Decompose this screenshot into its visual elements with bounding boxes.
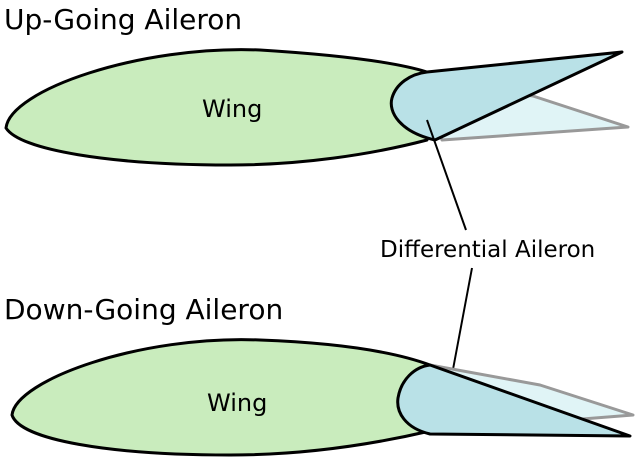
down-going-heading: Down-Going Aileron (4, 293, 283, 326)
leader-line-up (426, 119, 467, 231)
wing-label-up: Wing (202, 95, 262, 123)
differential-aileron-label: Differential Aileron (380, 237, 595, 263)
down-going-section: Down-Going Aileron Wing (4, 293, 635, 457)
up-going-heading: Up-Going Aileron (4, 3, 242, 36)
deflected-aileron-up (389, 50, 624, 142)
callout: Differential Aileron (380, 119, 595, 381)
up-going-section: Up-Going Aileron Wing (4, 3, 630, 167)
leader-line-down (450, 267, 473, 381)
wing-label-down: Wing (207, 389, 267, 417)
deflected-aileron-down (396, 363, 632, 438)
